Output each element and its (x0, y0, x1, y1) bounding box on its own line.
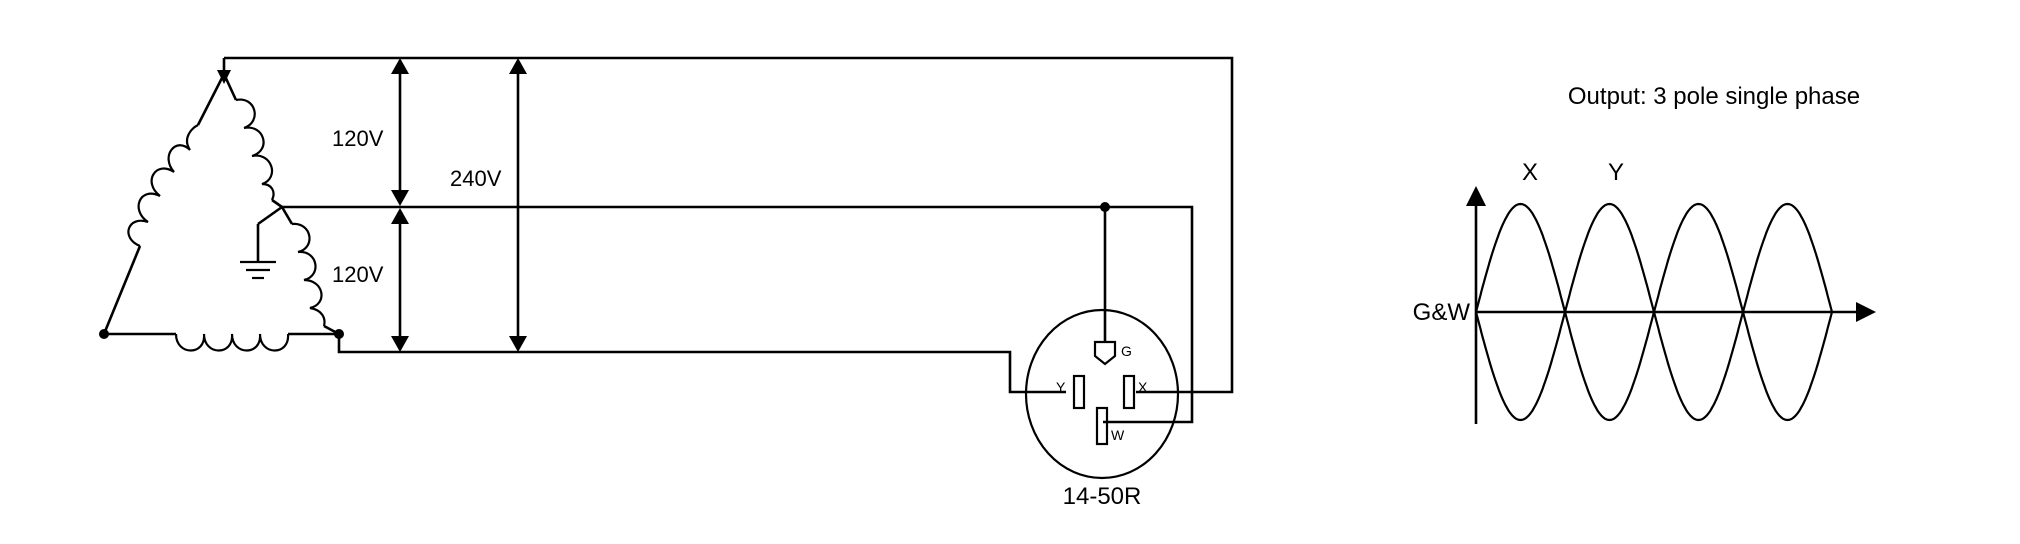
arrow-up-icon (391, 208, 409, 224)
ground-junction-dot (1100, 202, 1110, 212)
y-axis-arrow-icon (1466, 186, 1486, 206)
wire-x (224, 56, 1234, 394)
voltage-label-total: 240V (450, 166, 502, 191)
waveform-label-gw: G&W (1413, 299, 1471, 326)
voltage-label-upper: 120V (332, 126, 384, 151)
bottom-winding-coil (174, 333, 290, 352)
terminal-g-slot (1093, 340, 1117, 366)
arrow-down-icon (391, 190, 409, 206)
terminal-w-slot (1095, 406, 1109, 446)
arrow-up-icon (391, 58, 409, 74)
terminal-y-slot (1072, 374, 1086, 410)
arrow-down-icon (509, 336, 527, 352)
terminal-x-slot (1122, 374, 1136, 410)
terminal-x-label: X (1138, 379, 1148, 395)
terminal-g-label: G (1121, 343, 1132, 359)
x-axis-arrow-icon (1856, 302, 1876, 322)
wire-neutral (282, 205, 1194, 424)
wire-y (337, 334, 1066, 394)
arrow-down-icon (391, 336, 409, 352)
arrow-up-icon (509, 58, 527, 74)
upper-right-winding-coil (235, 98, 275, 201)
delta-transformer (99, 58, 344, 352)
waveform-plot: Output: 3 pole single phase G&W X Y (1413, 83, 1876, 424)
waveform-label-x: X (1522, 159, 1538, 186)
receptacle-14-50r: G Y X W 14-50R (1024, 308, 1180, 510)
voltage-label-lower: 120V (332, 262, 384, 287)
terminal-y-label: Y (1056, 379, 1066, 395)
top-terminal-arrow (217, 70, 231, 84)
receptacle-face (1024, 308, 1180, 480)
corner-node-left (99, 329, 109, 339)
lower-right-winding-coil (291, 222, 326, 327)
ground-icon (240, 205, 283, 280)
voltage-indicators: 120V 120V 240V (332, 58, 527, 352)
waveform-x-curve (1474, 202, 1834, 317)
waveform-y-curve (1474, 307, 1834, 422)
waveform-title: Output: 3 pole single phase (1568, 83, 1860, 110)
left-winding-coil (127, 124, 199, 248)
receptacle-name: 14-50R (1063, 483, 1142, 510)
waveform-label-y: Y (1608, 159, 1624, 186)
terminal-w-label: W (1111, 427, 1125, 443)
wires (224, 56, 1234, 424)
